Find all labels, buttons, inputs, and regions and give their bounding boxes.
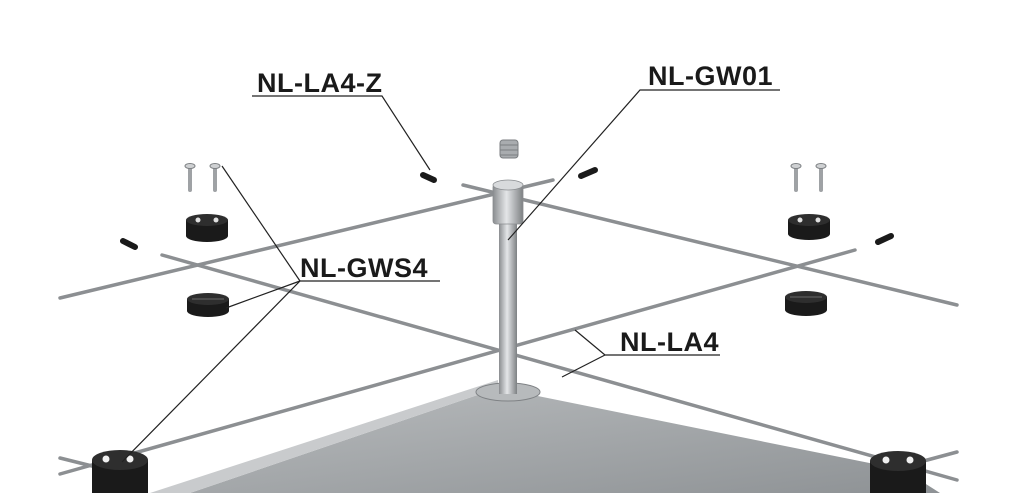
post-rod: [499, 208, 517, 394]
cable-clamp-2: [187, 293, 229, 317]
label-nl-la4: NL-LA4: [620, 327, 719, 357]
mounting-screws: [188, 164, 823, 192]
cable-2: [461, 183, 959, 307]
cable-clamp-1: [186, 214, 228, 242]
leader-gws4-clamp: [225, 280, 301, 309]
cable-3: [58, 248, 857, 476]
label-nl-gw01: NL-GW01: [648, 61, 773, 91]
central-post: [475, 179, 541, 402]
set-screw-3: [120, 238, 138, 250]
threaded-insert: [499, 139, 519, 159]
set-screw-4: [875, 233, 894, 245]
cable-clamp-corner-left: [92, 450, 148, 493]
leader-lines: [121, 89, 780, 463]
leader-gws4-screw: [221, 165, 301, 282]
cable-clamp-3: [788, 214, 830, 240]
cable-clamp-corner-right: [870, 451, 926, 493]
label-nl-la4-z: NL-LA4-Z: [257, 68, 383, 98]
table-top: [190, 388, 940, 493]
cable-clamp-4: [785, 291, 827, 316]
set-screw-1: [420, 172, 437, 183]
post-head-top: [492, 179, 524, 191]
leader-la4-second: [561, 354, 606, 378]
cables: [58, 178, 959, 482]
cable-4: [160, 253, 959, 482]
cable-1: [58, 178, 555, 300]
leader-gw01: [507, 89, 780, 241]
table-edge-left: [150, 380, 498, 493]
set-screw-2: [578, 167, 598, 179]
set-screws: [120, 167, 894, 250]
leader-la4z: [252, 95, 431, 171]
cable-clamps: [92, 214, 926, 493]
label-nl-gws4: NL-GWS4: [300, 253, 428, 283]
